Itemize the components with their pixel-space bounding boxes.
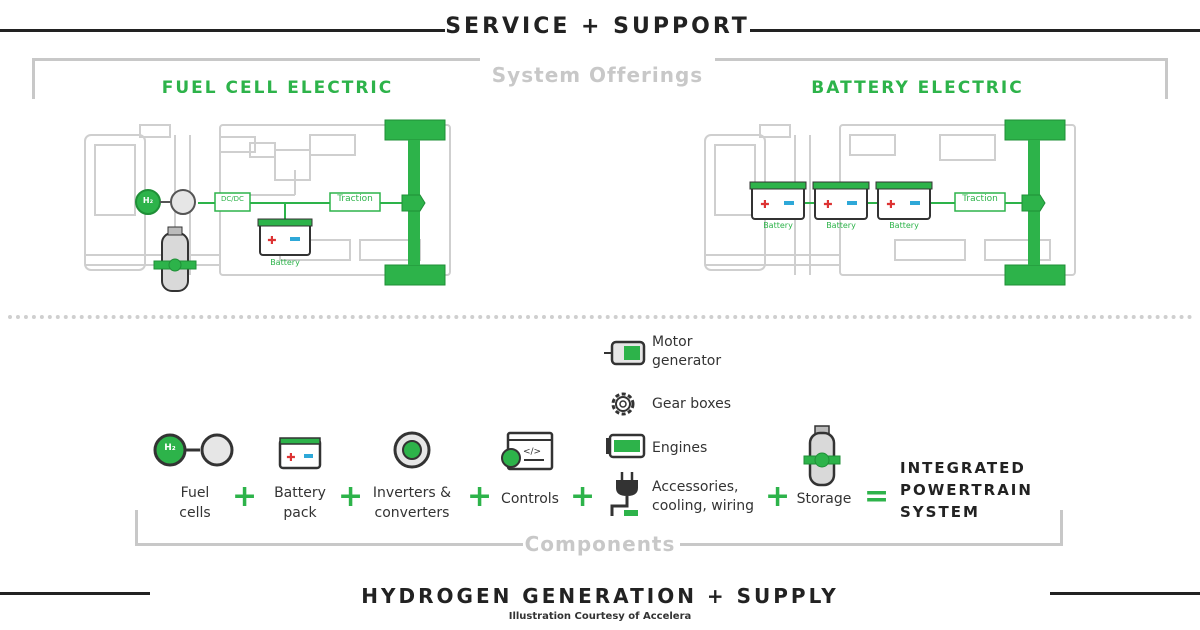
- dotted-divider: [8, 315, 1193, 319]
- inverters-label-1: Inverters &: [372, 485, 452, 501]
- be-battery-label-2: Battery: [826, 221, 856, 230]
- result-line-2: POWERTRAIN: [900, 481, 1033, 499]
- be-traction-box: [954, 192, 1006, 212]
- battery-pack-label-2: pack: [283, 505, 317, 521]
- controls-icon: </>: [501, 431, 554, 471]
- plus-sign-2: +: [338, 479, 364, 514]
- fuel-cell-icon: [170, 189, 196, 215]
- fc-battery-label: Battery: [270, 258, 300, 267]
- be-battery-1-icon: ✚: [749, 181, 807, 220]
- plus-sign-4: +: [570, 479, 596, 514]
- fc-dcdc-label: DC/DC: [221, 195, 244, 203]
- accessories-label-1: Accessories,: [652, 479, 739, 495]
- gear-boxes-label: Gear boxes: [652, 396, 732, 412]
- svg-text:✚: ✚: [886, 198, 895, 211]
- service-support-title: SERVICE + SUPPORT: [445, 14, 750, 39]
- battery-pack-label-1: Battery: [274, 485, 326, 501]
- result-line-3: SYSTEM: [900, 503, 980, 521]
- engines-label: Engines: [652, 440, 708, 456]
- equals-sign: =: [864, 479, 890, 514]
- svg-text:</>: </>: [523, 447, 541, 457]
- be-battery-3-icon: ✚: [875, 181, 933, 220]
- be-battery-label-1: Battery: [763, 221, 793, 230]
- battery-electric-truck-diagram: ✚ ✚ ✚: [704, 119, 1076, 286]
- inverter-icon: [393, 431, 431, 469]
- fc-traction-label: Traction: [337, 194, 373, 204]
- gear-icon: [611, 392, 635, 416]
- dcdc-box: [214, 192, 251, 212]
- component-h2-label: H₂: [164, 443, 176, 453]
- svg-text:✚: ✚: [286, 451, 295, 464]
- fc-front-wheel-bottom: [384, 264, 446, 286]
- hydrogen-supply-title: HYDROGEN GENERATION + SUPPLY: [361, 584, 839, 608]
- components-bracket-right: [680, 510, 1063, 546]
- accessories-label-2: cooling, wiring: [652, 498, 755, 514]
- bottom-rule-right: [1050, 592, 1200, 595]
- h2-tank-icon: [153, 226, 197, 292]
- traction-box: [329, 192, 381, 212]
- motor-label-1: Motor: [652, 334, 693, 350]
- result-line-1: INTEGRATED: [900, 459, 1026, 477]
- be-front-wheel-bottom: [1004, 264, 1066, 286]
- plus-sign-5: +: [765, 479, 791, 514]
- be-front-wheel-top: [1004, 119, 1066, 141]
- fc-front-wheel-top: [384, 119, 446, 141]
- inverters-label-2: converters: [374, 505, 450, 521]
- fuel-cells-label-1: Fuel: [180, 485, 210, 501]
- battery-pack-icon: ✚: [278, 437, 322, 470]
- controls-label: Controls: [501, 491, 559, 507]
- svg-text:✚: ✚: [823, 198, 832, 211]
- bottom-rule-left: [0, 592, 150, 595]
- fuel-cell-truck-diagram: ✚: [84, 119, 451, 292]
- offerings-bracket-right: [715, 58, 1168, 99]
- storage-label: Storage: [796, 491, 852, 507]
- battery-electric-title: BATTERY ELECTRIC: [811, 78, 1024, 98]
- plus-sign-1: +: [232, 479, 258, 514]
- components-label: Components: [524, 532, 676, 556]
- top-rule-right: [750, 29, 1200, 32]
- plus-sign-3: +: [467, 479, 493, 514]
- be-traction-label: Traction: [962, 194, 998, 204]
- be-battery-label-3: Battery: [889, 221, 919, 230]
- system-offerings-label: System Offerings: [491, 63, 704, 87]
- top-rule-left: [0, 29, 445, 32]
- fuel-cells-label-2: cells: [179, 505, 211, 521]
- fuel-cell-electric-title: FUEL CELL ELECTRIC: [161, 78, 394, 98]
- storage-tank-icon: [803, 425, 841, 487]
- fc-h2-label: H₂: [142, 196, 154, 205]
- fuel-cell-component-icon: [153, 433, 234, 467]
- svg-text:✚: ✚: [760, 198, 769, 211]
- engine-icon: [606, 433, 646, 459]
- motor-label-2: generator: [652, 353, 722, 369]
- svg-text:✚: ✚: [267, 234, 276, 247]
- accessories-plug-icon: [610, 472, 638, 516]
- motor-generator-icon: [604, 340, 646, 366]
- offerings-bracket-left: [32, 58, 480, 99]
- be-battery-2-icon: ✚: [812, 181, 870, 220]
- illustration-credit: Illustration Courtesy of Accelera: [508, 611, 692, 622]
- components-bracket-left: [135, 510, 523, 546]
